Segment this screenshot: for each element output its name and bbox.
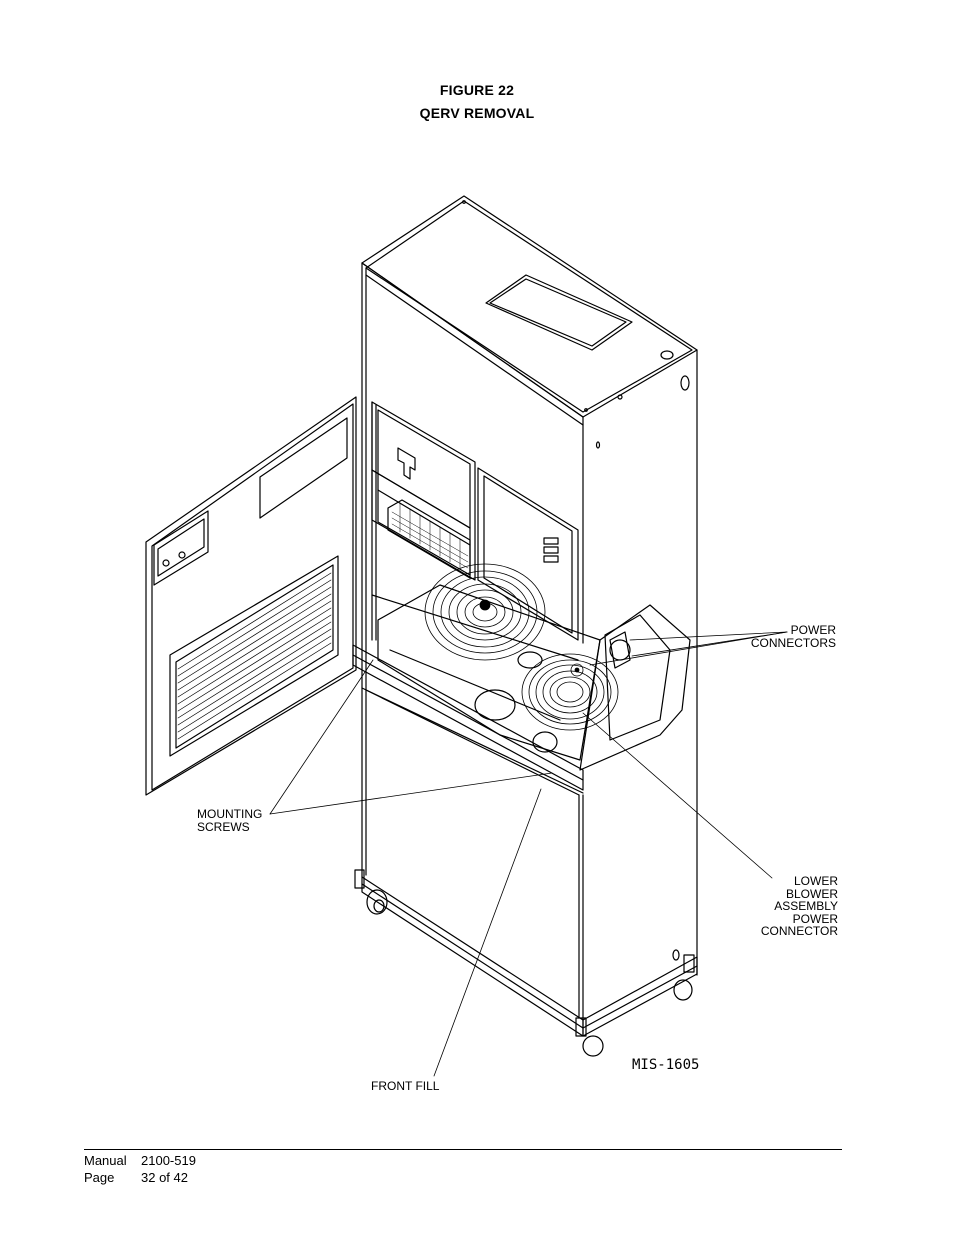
- cabinet-right-side: [578, 349, 698, 1021]
- leader-lower-blower: [582, 712, 773, 879]
- footer-manual: Manual 2100-519: [84, 1153, 196, 1168]
- footer-page-value: 32 of 42: [141, 1170, 188, 1185]
- front-fill-strip: [352, 644, 584, 791]
- upper-compartment: [371, 401, 579, 661]
- cabinet-base: [354, 869, 698, 1057]
- figure-title: QERV REMOVAL: [419, 105, 535, 121]
- figure-number: FIGURE 22: [439, 82, 515, 98]
- leader-front-fill: [433, 788, 542, 1077]
- upper-blower-wheel: [424, 563, 546, 661]
- open-door: [145, 396, 357, 796]
- lower-front-panel: [361, 687, 584, 796]
- callout-front-fill: FRONT FILL: [371, 1079, 440, 1093]
- footer-rule: [84, 1149, 842, 1150]
- lower-blower-wheel: [521, 653, 619, 731]
- callout-power-connectors: POWER CONNECTORS: [750, 623, 836, 650]
- cabinet-left-side: [361, 262, 584, 878]
- leader-power-connectors: [589, 631, 788, 666]
- footer-page: Page 32 of 42: [84, 1170, 188, 1185]
- footer-manual-value: 2100-519: [141, 1153, 196, 1168]
- leader-mounting-screws: [269, 659, 553, 815]
- footer-page-label: Page: [84, 1170, 115, 1185]
- drawing-id: MIS-1605: [632, 1057, 700, 1073]
- callout-lower-blower: LOWER BLOWER ASSEMBLY POWER CONNECTOR: [760, 874, 838, 938]
- footer-manual-label: Manual: [84, 1153, 127, 1168]
- callout-mounting-screws: MOUNTING SCREWS: [197, 807, 263, 834]
